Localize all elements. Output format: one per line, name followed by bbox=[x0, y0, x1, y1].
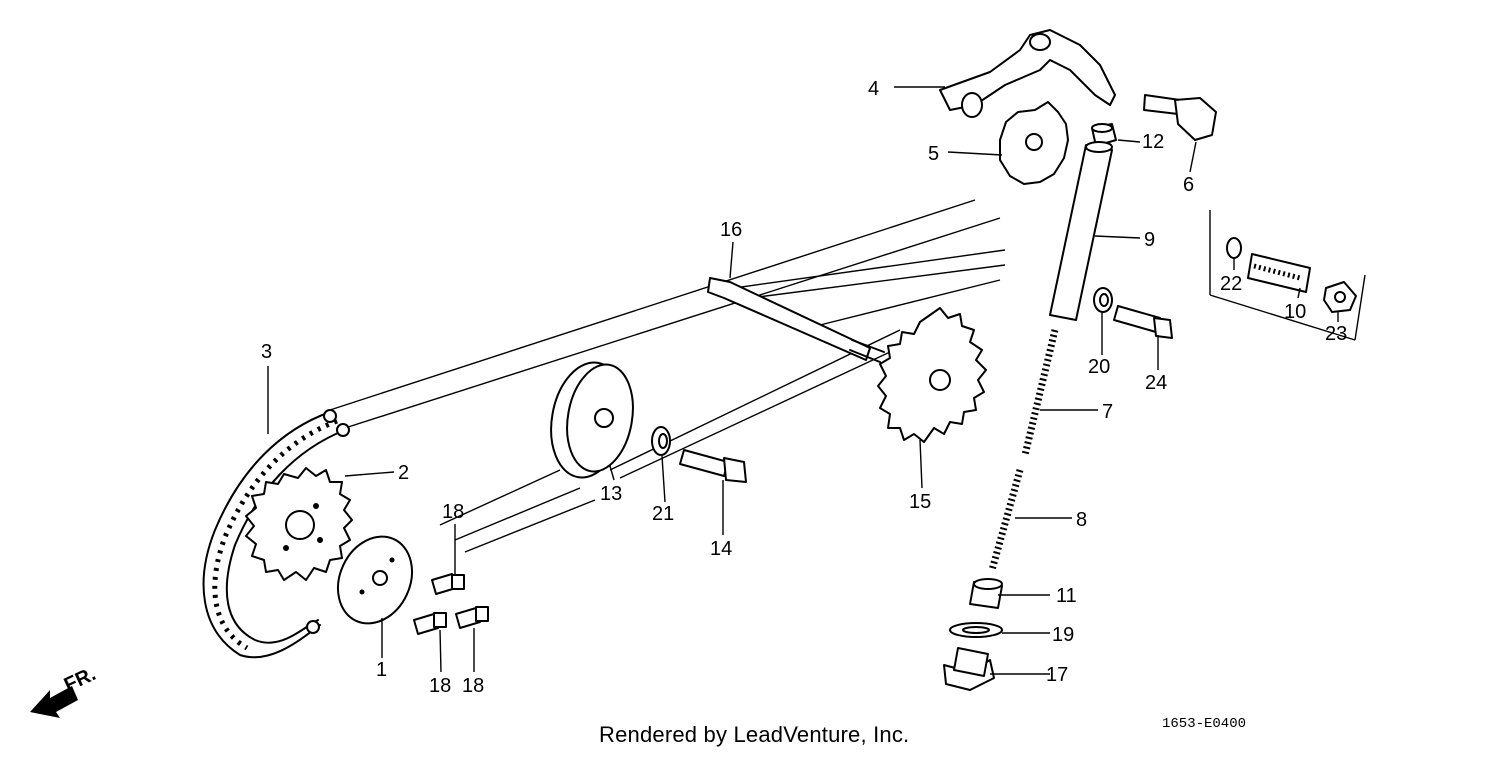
callout-6: 6 bbox=[1183, 174, 1194, 196]
callout-7: 7 bbox=[1102, 401, 1113, 423]
callout-17: 17 bbox=[1046, 664, 1068, 686]
cam-chain-sprocket bbox=[245, 467, 353, 581]
credit-text: Rendered by LeadVenture, Inc. bbox=[599, 722, 910, 747]
callout-14: 14 bbox=[710, 538, 732, 560]
callout-12: 12 bbox=[1142, 131, 1164, 153]
washer-21 bbox=[651, 426, 671, 456]
callout-20: 20 bbox=[1088, 356, 1110, 378]
tensioner-shaft bbox=[707, 277, 885, 363]
callout-24: 24 bbox=[1145, 372, 1167, 394]
callout-23: 23 bbox=[1325, 323, 1347, 345]
callout-2: 2 bbox=[398, 462, 409, 484]
tensioner-sprocket bbox=[877, 307, 987, 443]
callout-18b: 18 bbox=[429, 675, 451, 697]
callout-22: 22 bbox=[1220, 273, 1242, 295]
bolt-6 bbox=[1143, 94, 1217, 141]
tensioner-arm bbox=[939, 29, 1116, 118]
cap-12 bbox=[1091, 123, 1117, 147]
sprocket-plate bbox=[337, 535, 413, 625]
leader-lines bbox=[267, 86, 1339, 675]
bolt-24 bbox=[1113, 305, 1173, 339]
callout-18: 18 bbox=[442, 501, 464, 523]
guide-lines bbox=[329, 199, 1366, 553]
guide-tube bbox=[1049, 141, 1113, 321]
cam-chain bbox=[202, 409, 350, 659]
washer-20 bbox=[1093, 287, 1113, 313]
callout-18c: 18 bbox=[462, 675, 484, 697]
front-arrow-icon: FR. bbox=[30, 663, 99, 718]
adjuster-parts bbox=[1226, 237, 1357, 313]
callout-21: 21 bbox=[652, 503, 674, 525]
plug-11 bbox=[969, 578, 1003, 609]
bolt-17 bbox=[943, 647, 995, 691]
callout-5: 5 bbox=[928, 143, 939, 165]
small-sprocket bbox=[999, 101, 1069, 185]
callout-3: 3 bbox=[261, 341, 272, 363]
callout-16: 16 bbox=[720, 219, 742, 241]
diagram-code: 1653-E0400 bbox=[1162, 716, 1247, 732]
callout-19: 19 bbox=[1052, 624, 1074, 646]
bolts-18 bbox=[413, 573, 489, 635]
callout-13: 13 bbox=[600, 483, 622, 505]
callout-1: 1 bbox=[376, 659, 387, 681]
callout-labels: 1 2 3 4 5 6 7 8 9 10 11 12 13 14 15 16 1… bbox=[261, 78, 1347, 697]
springs bbox=[988, 329, 1059, 571]
tensioner-roller bbox=[550, 361, 634, 479]
washer-19 bbox=[949, 622, 1003, 638]
callout-9: 9 bbox=[1144, 229, 1155, 251]
callout-15: 15 bbox=[909, 491, 931, 513]
callout-8: 8 bbox=[1076, 509, 1087, 531]
bolt-14 bbox=[679, 449, 747, 483]
callout-10: 10 bbox=[1284, 301, 1306, 323]
callout-4: 4 bbox=[868, 78, 879, 100]
callout-11: 11 bbox=[1056, 585, 1077, 607]
